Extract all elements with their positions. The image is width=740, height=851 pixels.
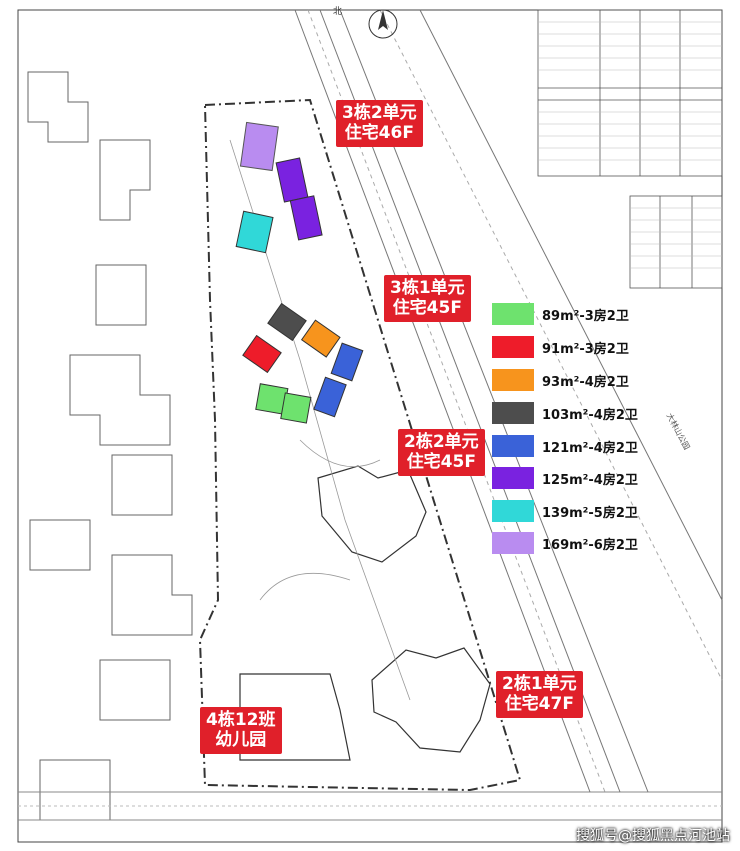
- building-label-kindergarten: 4栋12班 幼儿园: [200, 707, 282, 754]
- legend-swatch: [492, 303, 534, 325]
- legend-swatch: [492, 467, 534, 489]
- legend-item: 103m²-4房2卫: [492, 402, 638, 424]
- legend-item: 93m²-4房2卫: [492, 369, 629, 391]
- legend-swatch: [492, 402, 534, 424]
- building-label-3-2: 3栋2单元 住宅46F: [336, 100, 423, 147]
- building-label-2-2: 2栋2单元 住宅45F: [398, 429, 485, 476]
- legend-label: 125m²-4房2卫: [542, 472, 638, 488]
- building-name: 2栋2单元: [404, 432, 479, 452]
- legend-item: 91m²-3房2卫: [492, 336, 629, 358]
- legend-swatch: [492, 532, 534, 554]
- building-name: 2栋1单元: [502, 674, 577, 694]
- legend-swatch: [492, 435, 534, 457]
- legend-label: 93m²-4房2卫: [542, 374, 629, 390]
- building-label-2-1: 2栋1单元 住宅47F: [496, 671, 583, 718]
- legend-label: 89m²-3房2卫: [542, 308, 629, 324]
- legend-label: 139m²-5房2卫: [542, 505, 638, 521]
- legend-label: 169m²-6房2卫: [542, 537, 638, 553]
- legend-swatch: [492, 369, 534, 391]
- legend-item: 169m²-6房2卫: [492, 532, 638, 554]
- building-floors: 住宅45F: [406, 452, 476, 473]
- north-label: 北: [333, 7, 343, 17]
- building-name: 4栋12班: [206, 710, 276, 730]
- building-floors: 住宅46F: [344, 123, 414, 144]
- building-floors: 住宅47F: [504, 694, 574, 715]
- watermark: 搜狐号@搜狐黑点河池站: [576, 828, 730, 844]
- legend-label: 91m²-3房2卫: [542, 341, 629, 357]
- legend-label: 121m²-4房2卫: [542, 440, 638, 456]
- legend-swatch: [492, 500, 534, 522]
- building-floors: 住宅45F: [392, 298, 462, 319]
- north-arrow-icon: [368, 9, 398, 39]
- legend-swatch: [492, 336, 534, 358]
- legend-item: 121m²-4房2卫: [492, 435, 638, 457]
- legend-label: 103m²-4房2卫: [542, 407, 638, 423]
- building-floors: 幼儿园: [215, 730, 267, 751]
- legend-item: 139m²-5房2卫: [492, 500, 638, 522]
- legend-item: 125m²-4房2卫: [492, 467, 638, 489]
- legend-item: 89m²-3房2卫: [492, 303, 629, 325]
- building-name: 3栋1单元: [390, 278, 465, 298]
- building-label-3-1: 3栋1单元 住宅45F: [384, 275, 471, 322]
- building-name: 3栋2单元: [342, 103, 417, 123]
